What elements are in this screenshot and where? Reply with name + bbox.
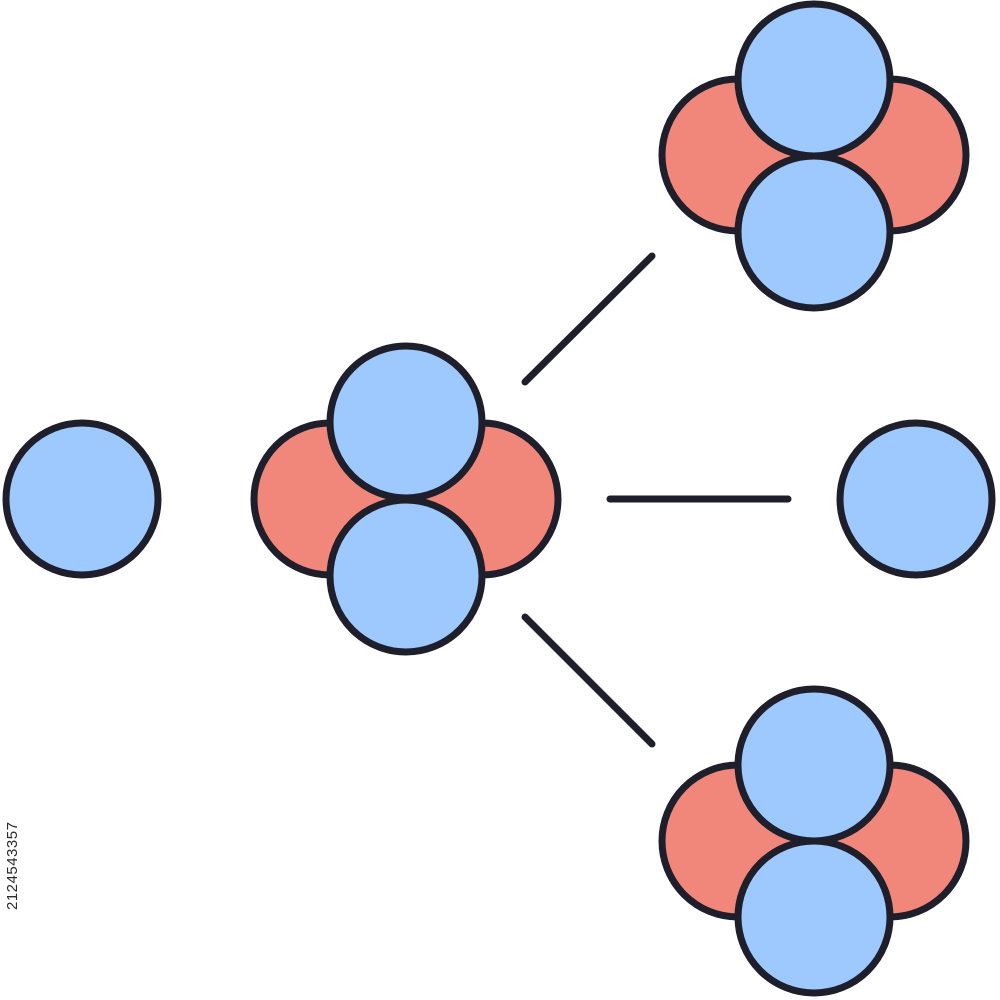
- bottom-right-nucleus: [658, 685, 970, 997]
- neutron: [326, 496, 486, 656]
- connector-lower: [521, 613, 656, 748]
- neutron: [2, 419, 162, 579]
- single-neutron-left: [2, 419, 162, 579]
- neutron: [734, 837, 894, 997]
- single-neutron-right: [836, 419, 996, 579]
- connector-upper: [521, 252, 656, 386]
- neutron: [326, 342, 486, 502]
- neutron: [734, 152, 894, 312]
- neutron: [836, 419, 996, 579]
- connectors: [521, 252, 792, 748]
- neutron: [734, 0, 894, 160]
- top-right-nucleus: [658, 0, 970, 312]
- central-nucleus: [250, 342, 562, 656]
- neutron: [734, 685, 894, 845]
- stock-id-label: 2124543357: [4, 821, 21, 910]
